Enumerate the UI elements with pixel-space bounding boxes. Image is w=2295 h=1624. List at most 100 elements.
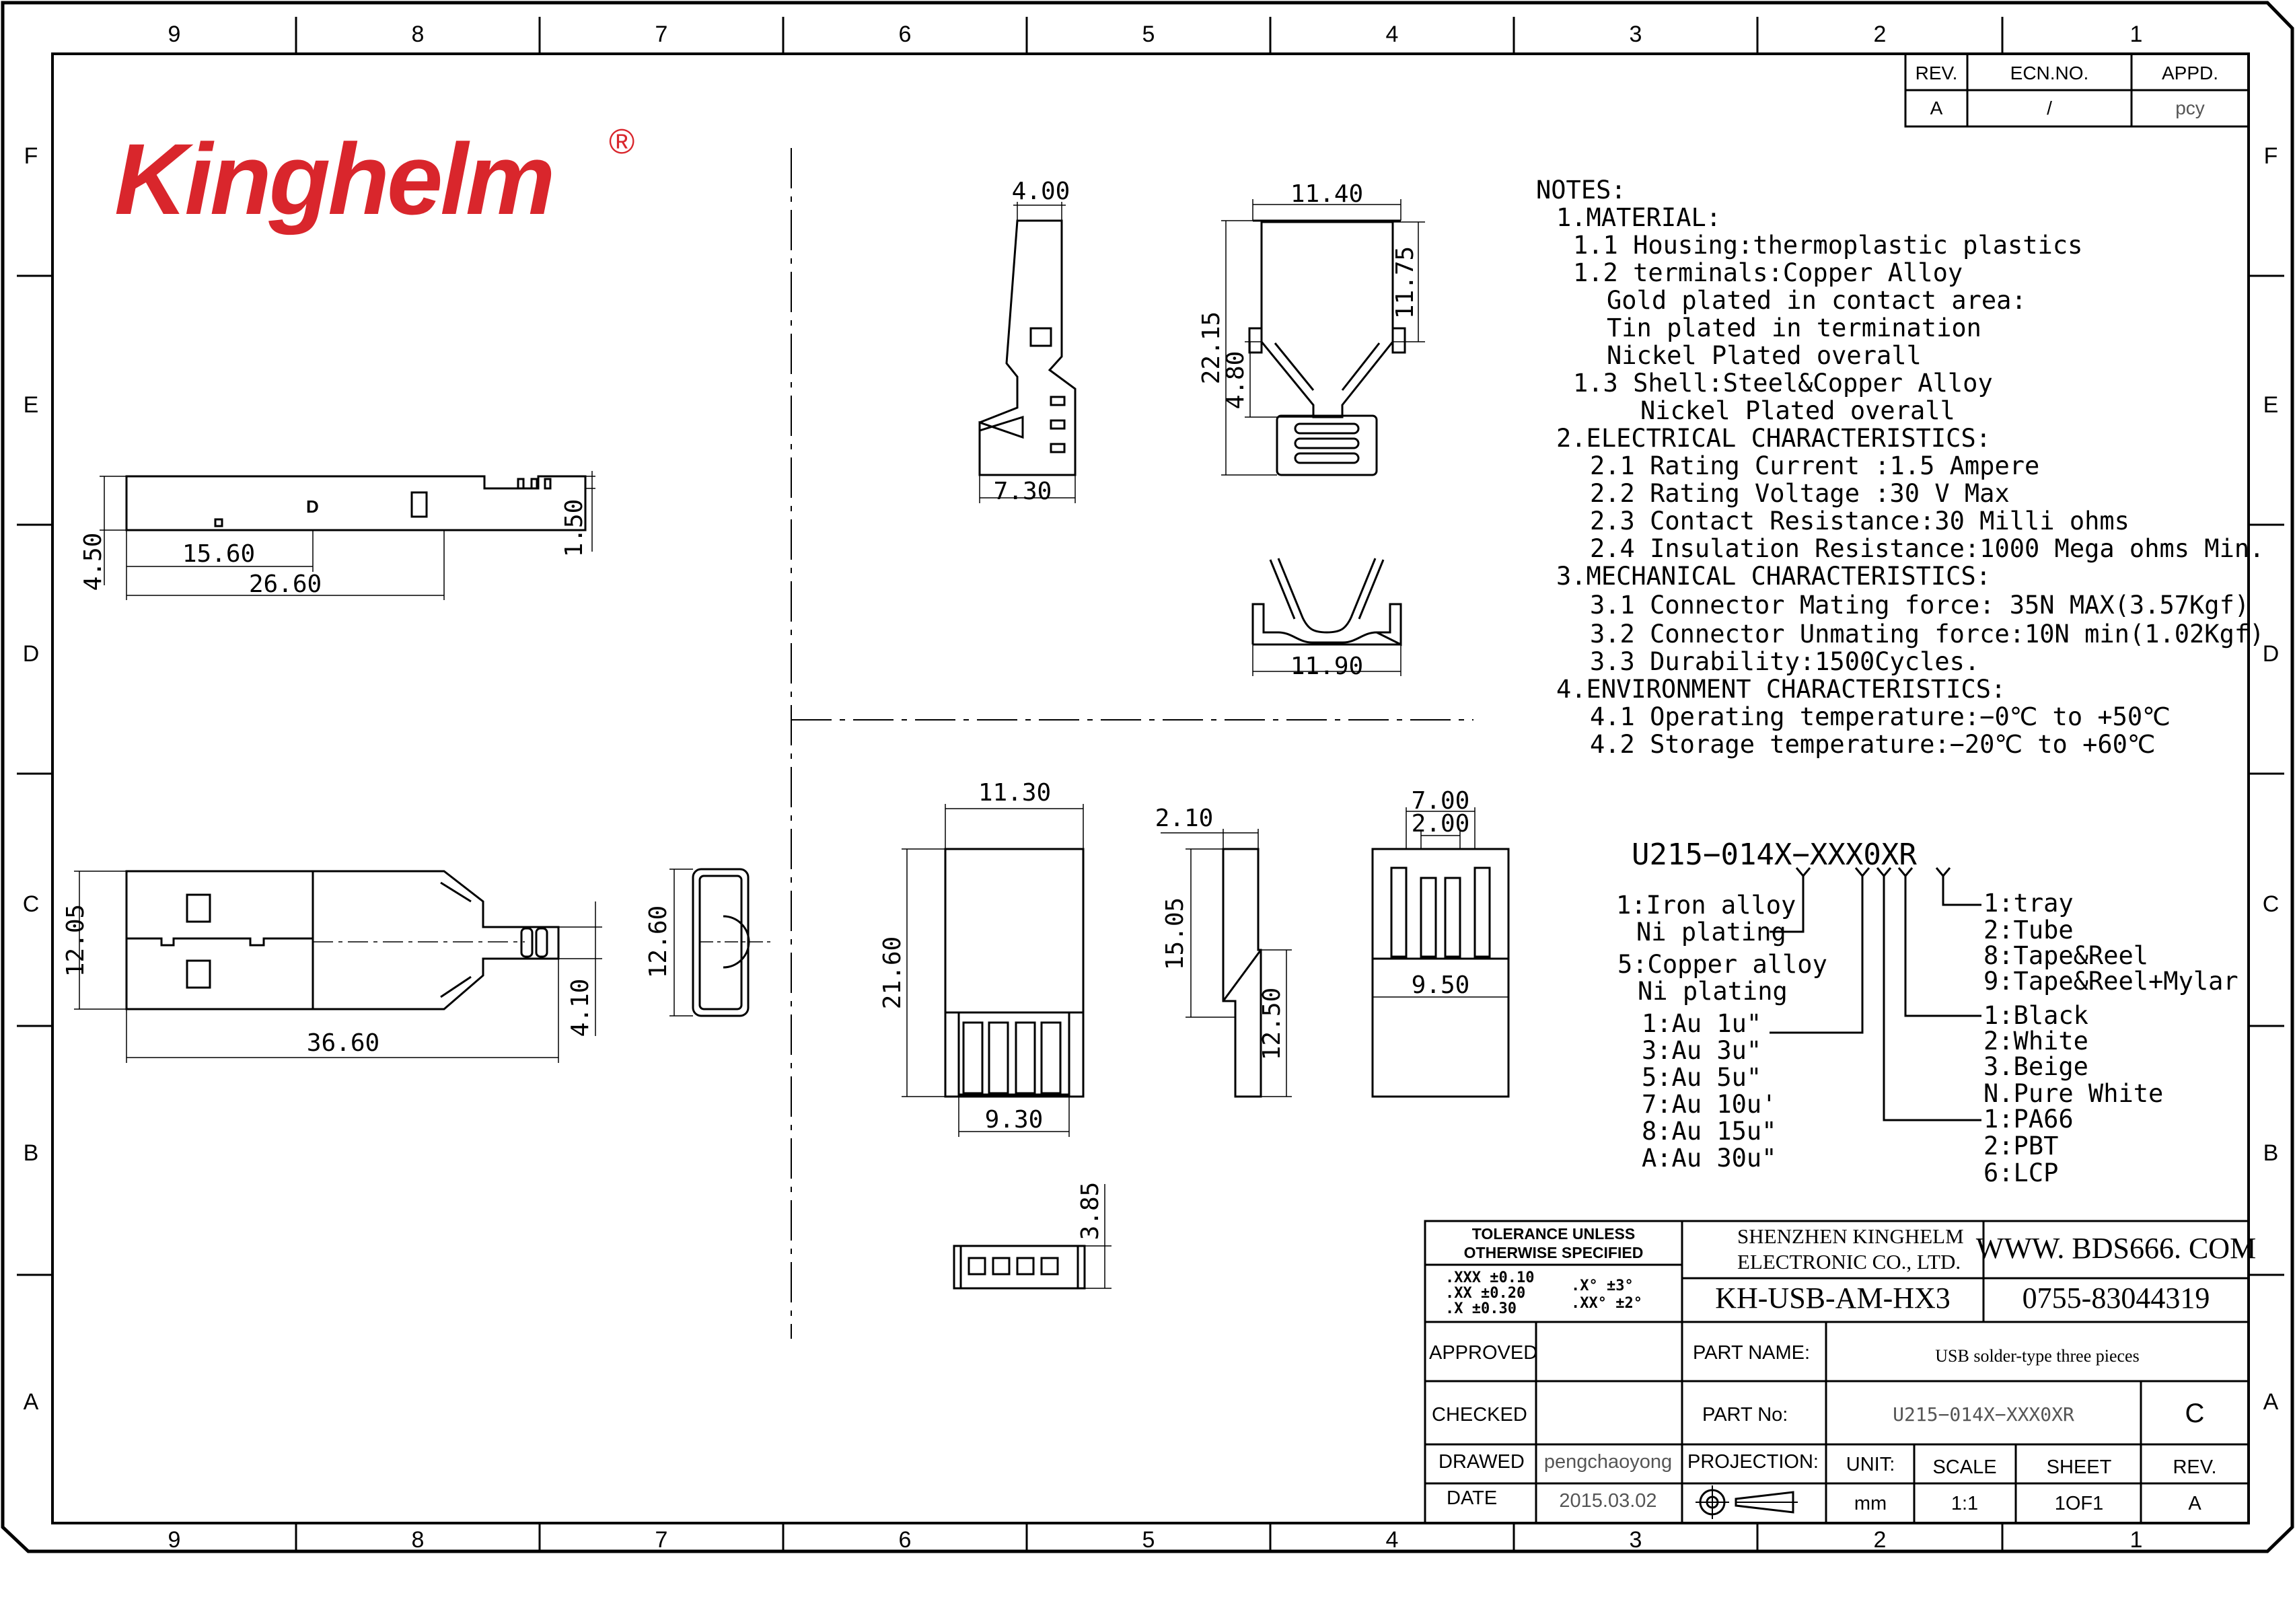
col-label: 3 <box>1630 1527 1642 1553</box>
note-line: 4.1 Operating temperature:−0℃ to +50℃ <box>1590 702 2171 731</box>
note-line: Nickel Plated overall <box>1640 396 1955 425</box>
row-label: B <box>2263 1140 2279 1166</box>
material-option: 1:PA66 <box>1983 1105 2074 1134</box>
note-line: Nickel Plated overall <box>1607 341 1922 370</box>
col-label: 7 <box>655 1527 668 1553</box>
appd-header: APPD. <box>2162 63 2218 83</box>
bottom-view: 3.85 <box>953 1182 1112 1290</box>
code-option: 3:Au 3u" <box>1642 1036 1761 1065</box>
color-option: 1:Black <box>1983 1001 2088 1030</box>
code-option: 7:Au 10u' <box>1642 1090 1776 1119</box>
ecn-header: ECN.NO. <box>2010 63 2089 83</box>
note-line: 4.2 Storage temperature:−20℃ to +60℃ <box>1590 730 2156 759</box>
dim-housing-base: 7.30 <box>994 478 1052 505</box>
code-option: 8:Au 15u" <box>1642 1117 1776 1146</box>
row-labels-right: F E D C B A <box>2263 143 2280 1415</box>
row-label: B <box>24 1140 39 1166</box>
dim-side-upper: 15.05 <box>1161 897 1189 970</box>
dim-bottom-height: 3.85 <box>1077 1182 1104 1241</box>
col-label: 9 <box>168 22 181 47</box>
packing-option: 2:Tube <box>1983 916 2074 945</box>
tolerance-line: .XX ±0.20 <box>1445 1285 1525 1302</box>
dim-rear-inner: 2.00 <box>1412 810 1470 838</box>
revision-table: REV. ECN.NO. APPD. A / pcy <box>1904 52 2250 128</box>
note-line: 4.ENVIRONMENT CHARACTERISTICS: <box>1556 675 2006 704</box>
color-option: N.Pure White <box>1983 1079 2163 1108</box>
housing-side-view: 4.00 7.30 <box>978 178 1077 505</box>
row-label: D <box>23 641 40 667</box>
scale-label: SCALE <box>1932 1456 1996 1478</box>
dim-top-tail: 4.10 <box>567 979 594 1037</box>
unit-label: UNIT: <box>1846 1454 1895 1475</box>
checked-label: CHECKED <box>1432 1404 1527 1426</box>
unit-value: mm <box>1854 1493 1887 1514</box>
ecn-value: / <box>2047 98 2052 118</box>
row-label: C <box>23 891 40 917</box>
tolerance-title-2: OTHERWISE SPECIFIED <box>1464 1244 1644 1261</box>
date-label: DATE <box>1447 1487 1497 1509</box>
dim-side-length-2: 26.60 <box>249 570 322 598</box>
company-name-line-2: ELECTRONIC CO., LTD. <box>1737 1250 1961 1274</box>
col-label: 7 <box>655 22 668 47</box>
column-labels-bottom: 9 8 7 6 5 4 3 2 1 <box>168 1527 2143 1553</box>
dim-end-height: 12.60 <box>645 906 672 978</box>
body-side-view: 2.10 15.05 12.50 <box>1155 805 1292 1098</box>
code-option: 1:Au 1u" <box>1642 1009 1761 1038</box>
projection-label: PROJECTION: <box>1687 1451 1819 1473</box>
dim-body-width: 11.30 <box>978 779 1051 807</box>
col-label: 5 <box>1142 22 1155 47</box>
col-label: 1 <box>2130 22 2143 47</box>
note-line: 2.2 Rating Voltage :30 V Max <box>1590 479 2010 508</box>
rev-value: A <box>2188 1493 2201 1514</box>
row-label: A <box>24 1389 39 1415</box>
row-label: E <box>2263 392 2279 418</box>
packing-option: 8:Tape&Reel <box>1983 941 2148 970</box>
note-line: 3.3 Durability:1500Cycles. <box>1590 647 1979 676</box>
col-label: 3 <box>1630 22 1642 47</box>
col-label: 4 <box>1386 22 1399 47</box>
row-label: A <box>2263 1389 2279 1415</box>
notes-block: NOTES: 1.MATERIAL: 1.1 Housing:thermopla… <box>1536 176 2264 759</box>
code-option: A:Au 30u" <box>1642 1144 1776 1173</box>
tolerance-angle-line: .X° ±3° <box>1571 1278 1634 1294</box>
note-line: 3.2 Connector Unmating force:10N min(1.0… <box>1590 620 2264 649</box>
dim-rear-outer: 7.00 <box>1412 787 1470 815</box>
dim-top-width: 12.05 <box>62 904 89 977</box>
material-option: 6:LCP <box>1983 1158 2058 1187</box>
col-label: 6 <box>899 1527 912 1553</box>
part-name-label: PART NAME: <box>1693 1342 1810 1364</box>
drawer-name: pengchaoyong <box>1544 1451 1672 1473</box>
row-labels-left: F E D C B A <box>23 143 40 1415</box>
dim-side-tab: 1.50 <box>560 499 588 558</box>
tolerance-line: .XXX ±0.10 <box>1445 1269 1534 1286</box>
notes-title: NOTES: <box>1536 176 1626 205</box>
col-label: 8 <box>412 22 425 47</box>
body-rear-view: 7.00 2.00 9.50 <box>1371 787 1510 1098</box>
note-line: Tin plated in termination <box>1607 313 1981 342</box>
tolerance-title-1: TOLERANCE UNLESS <box>1472 1225 1635 1243</box>
col-label: 8 <box>412 1527 425 1553</box>
part-number-value: U215−014X−XXX0XR <box>1893 1403 2074 1426</box>
note-line: 1.2 terminals:Copper Alloy <box>1573 258 1963 287</box>
drawing-number: KH-USB-AM-HX3 <box>1715 1282 1951 1315</box>
housing-front-view: 11.40 22.15 11.75 4.80 <box>1198 180 1425 476</box>
drawing-revision-letter: C <box>2185 1399 2205 1428</box>
sheet-label: SHEET <box>2047 1456 2112 1478</box>
packing-option: 9:Tape&Reel+Mylar <box>1983 967 2238 996</box>
code-option: 1:Iron alloy <box>1616 891 1796 920</box>
col-label: 2 <box>1874 22 1887 47</box>
drawing-frame <box>1 1 2294 1553</box>
dim-housing-height: 22.15 <box>1198 311 1225 384</box>
dim-body-height: 21.60 <box>879 936 906 1009</box>
note-line: 3.1 Connector Mating force: 35N MAX(3.57… <box>1590 591 2249 620</box>
appd-value: pcy <box>2175 98 2205 118</box>
color-option: 3.Beige <box>1983 1052 2088 1081</box>
code-option: Ni plating <box>1636 918 1786 947</box>
part-code-diagram: U215−014X−XXX0XR 1:Iron alloy Ni plating… <box>1616 838 2238 1187</box>
code-option: 5:Au 5u" <box>1642 1063 1761 1092</box>
note-line: 3.MECHANICAL CHARACTERISTICS: <box>1556 562 1991 591</box>
end-view: 12.60 <box>645 868 774 1017</box>
column-labels-top: 9 8 7 6 5 4 3 2 1 <box>168 22 2143 47</box>
color-option: 2:White <box>1983 1027 2088 1056</box>
